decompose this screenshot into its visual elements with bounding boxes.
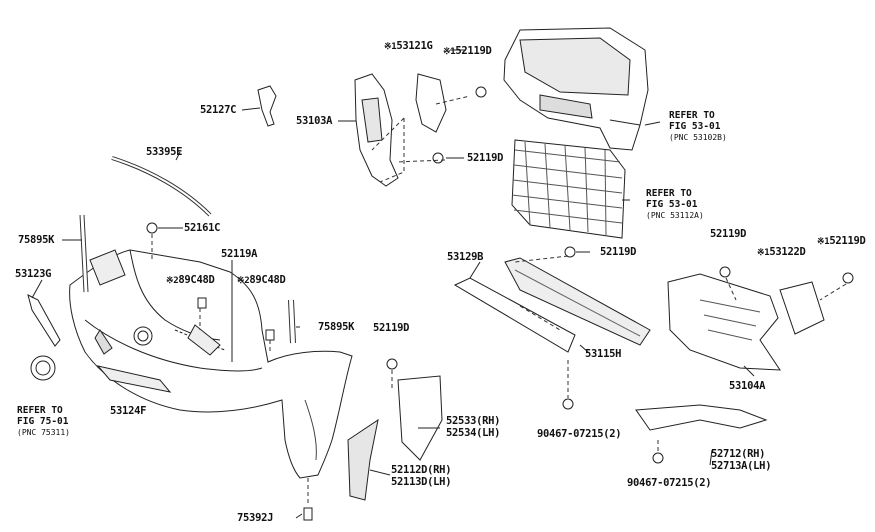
bumper-cover-drawing	[69, 249, 353, 479]
label-52712-rh: 52712(RH)	[711, 448, 766, 460]
refer-note-53112a-line1: REFER TO	[646, 188, 692, 199]
refer-note-53102b-line1: REFER TO	[669, 110, 715, 121]
bracket-52533-drawing	[397, 375, 443, 461]
label-53121g-mark: ※1	[384, 42, 397, 52]
clip-52161c-drawing	[146, 222, 158, 234]
refer-note-75311-pnc: (PNC 75311)	[17, 428, 70, 437]
bracket-53123g-drawing	[27, 294, 61, 347]
label-89c48d-b: ※289C48D	[237, 274, 286, 287]
label-89c48d-a-code: 89C48D	[178, 274, 215, 286]
label-89c48d-b-code: 89C48D	[249, 274, 286, 286]
label-52119d-far-mark: ※1	[817, 237, 830, 247]
label-53103a: 53103A	[296, 115, 333, 127]
label-52119d-top-mark: ※1	[443, 47, 456, 57]
grille-mesh-drawing	[511, 139, 626, 239]
refer-note-53112a-pnc: (PNC 53112A)	[646, 211, 704, 220]
label-52713a-lh: 52713A(LH)	[711, 460, 772, 472]
label-53124f: 53124F	[110, 405, 147, 417]
refer-note-53102b-line2: FIG 53-01	[669, 121, 721, 132]
label-90467-a: 90467-07215(2)	[537, 428, 622, 440]
label-53123g: 53123G	[15, 268, 52, 280]
label-52112d: 52112D(RH) 52113D(LH)	[391, 464, 452, 488]
screw-90467-a-drawing	[562, 398, 574, 410]
label-53104a: 53104A	[729, 380, 766, 392]
clip-52119d-right-drawing	[719, 266, 731, 278]
label-52712: 52712(RH) 52713A(LH)	[711, 448, 772, 472]
side-piece-52112d-drawing	[347, 418, 379, 501]
clip-89c48d-a-drawing	[197, 297, 207, 309]
clip-75392j-drawing	[303, 507, 313, 521]
clip-52119d-bar-drawing	[564, 246, 576, 258]
screw-90467-b-drawing	[652, 452, 664, 464]
label-53395e: 53395E	[146, 146, 183, 158]
label-52119d-top-code: 52119D	[455, 45, 492, 57]
clip-52119d-far-drawing	[842, 272, 854, 284]
label-75895k-right: 75895K	[318, 321, 355, 333]
label-53129b: 53129B	[447, 251, 484, 263]
label-89c48d-a: ※289C48D	[166, 274, 215, 287]
label-75392j: 75392J	[237, 512, 274, 524]
label-52119d-top: ※152119D	[443, 45, 492, 58]
label-52533: 52533(RH) 52534(LH)	[446, 415, 501, 439]
leader-lines	[31, 49, 755, 519]
refer-note-53102b-pnc: (PNC 53102B)	[669, 133, 727, 142]
lower-bar-drawing	[453, 257, 651, 353]
molding-strips-drawing	[79, 156, 296, 344]
label-53122d-mark: ※1	[757, 248, 770, 258]
refer-note-75311-line2: FIG 75-01	[17, 416, 69, 427]
label-89c48d-a-mark: ※2	[166, 276, 179, 286]
assembly-dashed-lines	[151, 95, 847, 506]
label-53121g-code: 53121G	[396, 40, 433, 52]
clip-52119d-mid-drawing	[432, 152, 444, 164]
upper-support-drawing	[503, 27, 649, 151]
garnish-52712-drawing	[635, 404, 768, 431]
clip-52119d-lower-drawing	[386, 358, 398, 370]
label-53122d-code: 53122D	[769, 246, 806, 258]
molding-53124f-drawing	[96, 365, 172, 393]
label-52119d-mid: 52119D	[467, 152, 504, 164]
refer-note-53102b[interactable]: REFER TO FIG 53-01 (PNC 53102B)	[669, 110, 727, 143]
label-75895k-left: 75895K	[18, 234, 55, 246]
label-52127c: 52127C	[200, 104, 237, 116]
refer-note-53112a[interactable]: REFER TO FIG 53-01 (PNC 53112A)	[646, 188, 704, 221]
label-52119a: 52119A	[221, 248, 258, 260]
label-52119d-far: ※152119D	[817, 235, 866, 248]
clip-89c48d-b-drawing	[265, 329, 275, 341]
bracket-53122d-drawing	[779, 281, 825, 335]
label-90467-b: 90467-07215(2)	[627, 477, 712, 489]
bracket-53103a-drawing	[354, 73, 399, 187]
label-89c48d-b-mark: ※2	[237, 276, 250, 286]
label-52119d-lower: 52119D	[373, 322, 410, 334]
emblem-inner-drawing	[35, 360, 51, 376]
label-53121g: ※153121G	[384, 40, 433, 53]
label-52119d-bar: 52119D	[600, 246, 637, 258]
label-53122d: ※153122D	[757, 246, 806, 259]
clip-52119d-top-drawing	[475, 86, 487, 98]
label-53115h: 53115H	[585, 348, 622, 360]
label-52112d-rh: 52112D(RH)	[391, 464, 452, 476]
label-52113d-lh: 52113D(LH)	[391, 476, 452, 488]
refer-note-75311-line1: REFER TO	[17, 405, 63, 416]
lower-cover-drawing	[667, 273, 781, 371]
bracket-53121g-drawing	[415, 73, 447, 133]
refer-note-53112a-line2: FIG 53-01	[646, 199, 698, 210]
label-52534-lh: 52534(LH)	[446, 427, 501, 439]
label-52119d-far-code: 52119D	[829, 235, 866, 247]
refer-note-75311[interactable]: REFER TO FIG 75-01 (PNC 75311)	[17, 405, 70, 438]
label-52119d-right: 52119D	[710, 228, 747, 240]
bracket-52127c-drawing	[257, 85, 277, 127]
label-52533-rh: 52533(RH)	[446, 415, 501, 427]
label-52161c: 52161C	[184, 222, 221, 234]
